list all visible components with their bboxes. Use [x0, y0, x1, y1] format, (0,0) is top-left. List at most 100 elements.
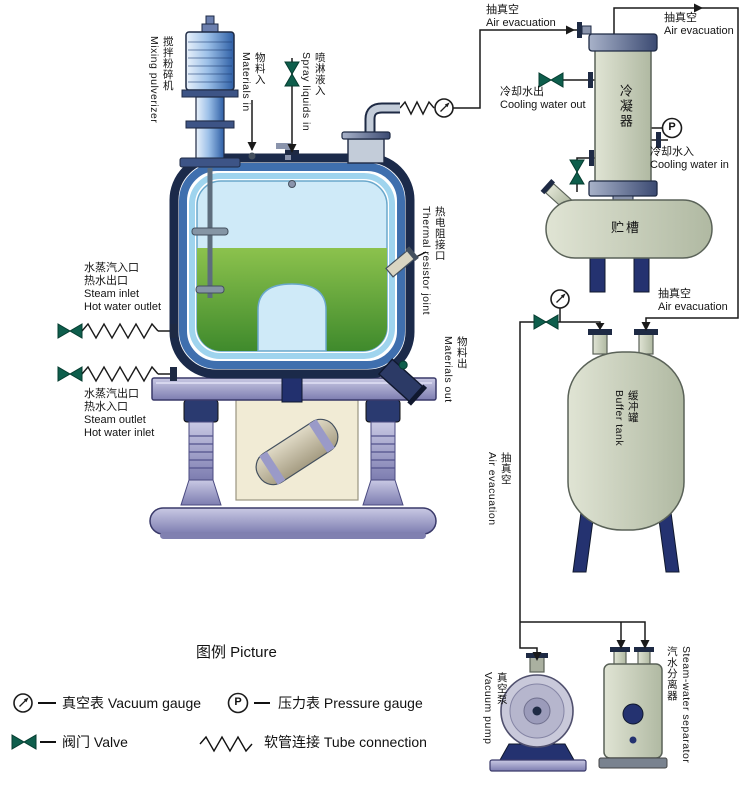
spray-head — [288, 180, 296, 188]
label-air-evacuation-condenser: 抽真空 Air evacuation — [664, 12, 734, 38]
arrow-spray-in — [287, 144, 297, 153]
drain-flange — [589, 150, 594, 166]
label-steam-water-separator: Steam-water separator 汽水分离器 — [664, 646, 693, 763]
buffer-nozzle-flange — [588, 329, 612, 335]
label-mixing-pulverizer: 搅拌粉碎机 Mixing pulverizer — [146, 36, 175, 123]
separator-drain-dot — [629, 736, 637, 744]
arrow-down-separator-left — [616, 640, 626, 649]
motor-cap-top — [205, 15, 215, 25]
cooling-in-zh: 冷却水入 — [650, 146, 694, 158]
buffer-tank-zh: 缓冲罐 — [626, 390, 639, 423]
steam-inlet-en1: Steam inlet — [84, 287, 140, 300]
nozzle-flange — [341, 131, 391, 140]
buffer-nozzle — [638, 332, 654, 355]
air-evac-pump-zh: 抽真空 — [499, 452, 512, 485]
bottom-mound — [257, 283, 327, 351]
steam-outlet-en2: Hot water inlet — [84, 426, 155, 439]
cooling-out-zh: 冷却水出 — [500, 86, 544, 98]
leg-flare — [180, 479, 222, 506]
hose-steam-lower — [81, 365, 159, 383]
leg-ridges — [371, 435, 395, 469]
label-steam-inlet-block: 水蒸汽入口 热水出口 Steam inlet Hot water outlet — [84, 262, 161, 314]
steam-inlet-zh1: 水蒸汽入口 — [84, 262, 139, 274]
motor-cap — [201, 23, 219, 33]
separator-zh: 汽水分离器 — [665, 646, 678, 701]
tank-contents — [197, 248, 387, 351]
jacket-port-lower — [170, 367, 177, 381]
separator-nozzle-flange — [634, 647, 654, 652]
thermal-en: Thermal resistor joint — [419, 206, 432, 316]
buffer-nozzle-flange — [634, 329, 658, 335]
label-mixing-pulverizer-zh: 搅拌粉碎机 — [161, 36, 174, 91]
probe-flange — [405, 246, 419, 262]
hose-steam-upper — [81, 322, 159, 340]
valve-condenser-drain — [569, 159, 585, 185]
leg-flare — [362, 479, 404, 506]
legend-valve-label: 阀门 Valve — [62, 734, 128, 750]
label-mixing-pulverizer-en: Mixing pulverizer — [147, 36, 160, 124]
steam-inlet-en2: Hot water outlet — [84, 300, 162, 313]
steam-outlet-zh1: 水蒸汽出口 — [84, 388, 139, 400]
air-evac-main-zh: 抽真空 — [486, 4, 519, 16]
label-air-evacuation-pump-line: 抽真空 Air evacuation — [484, 452, 513, 526]
chute-flange — [407, 384, 428, 406]
discharge-cylinder — [255, 418, 339, 486]
label-spray-liquids-in-zh: 喷淋液入 — [313, 52, 326, 96]
label-steam-outlet-block: 水蒸汽出口 热水入口 Steam outlet Hot water inlet — [84, 388, 154, 440]
label-vacuum-pump: 真空泵 Vacuum pump — [480, 672, 509, 744]
inlet-stub — [581, 25, 592, 35]
dome-small-pipe — [276, 143, 291, 160]
storage-tank-zh: 贮槽 — [611, 220, 642, 235]
pressure-symbol-condenser: P — [668, 121, 676, 133]
arrow-right-top — [694, 3, 703, 13]
label-spray-liquids-in-en: Spray liquids in — [299, 52, 312, 132]
thermal-probe — [385, 246, 419, 278]
label-materials-out: 物料出 Materials out — [440, 336, 469, 403]
arrow-materials-in — [247, 142, 257, 151]
legend-valve-icon — [11, 734, 37, 750]
label-condenser: 冷凝器 — [616, 84, 634, 129]
label-cooling-water-out: 冷却水出 Cooling water out — [500, 86, 586, 112]
valve-spray — [284, 61, 300, 87]
vacuum-gauge-buffer — [550, 289, 570, 309]
air-evac-buffer-zh: 抽真空 — [658, 288, 691, 300]
label-spray-liquids-in: 喷淋液入 Spray liquids in — [298, 52, 327, 131]
buffer-body — [567, 351, 685, 531]
cooling-in-flange — [656, 132, 661, 148]
chute-valve-knob — [398, 360, 408, 370]
base-shadow — [160, 532, 426, 539]
materials-out-en: Materials out — [441, 336, 454, 403]
pump-shaft-dot — [532, 706, 542, 716]
mixer-motor-assembly — [179, 15, 241, 168]
label-storage-tank: 贮槽 — [611, 220, 641, 235]
air-evac-cond-zh: 抽真空 — [664, 12, 697, 24]
arrow-right-to-condenser — [566, 25, 575, 35]
storage-body — [545, 199, 713, 259]
vacuum-pump-zh: 真空泵 — [495, 672, 508, 705]
cooling-out-flange — [588, 72, 593, 88]
legend-vacuum-gauge-label: 真空表 Vacuum gauge — [62, 695, 202, 711]
vacuum-pump — [489, 653, 587, 772]
arrow-down-buffer-right — [641, 322, 651, 331]
jacket-port-upper — [170, 324, 177, 338]
hose-zigzags — [81, 100, 435, 383]
vacuum-pump-en: Vacuum pump — [481, 672, 494, 745]
support-leg-left — [180, 399, 222, 506]
mixer-pedestal — [195, 127, 225, 161]
vacuum-gauge-main — [434, 98, 454, 118]
separator-sight-glass — [622, 703, 644, 725]
agitator-paddle — [191, 227, 229, 236]
buffer-tank-en: Buffer tank — [612, 390, 625, 447]
separator-nozzle-flange — [610, 647, 630, 652]
legend-tube-icon — [199, 735, 253, 753]
air-evac-buffer-en: Air evacuation — [658, 300, 728, 313]
cylinder-band — [308, 419, 335, 453]
steam-outlet-zh2: 热水入口 — [84, 400, 128, 413]
discharge-chute — [377, 358, 428, 406]
cylinder-band — [259, 451, 286, 485]
buffer-tank — [567, 329, 685, 573]
motor-coupling — [195, 96, 225, 122]
materials-in-port — [248, 152, 256, 160]
